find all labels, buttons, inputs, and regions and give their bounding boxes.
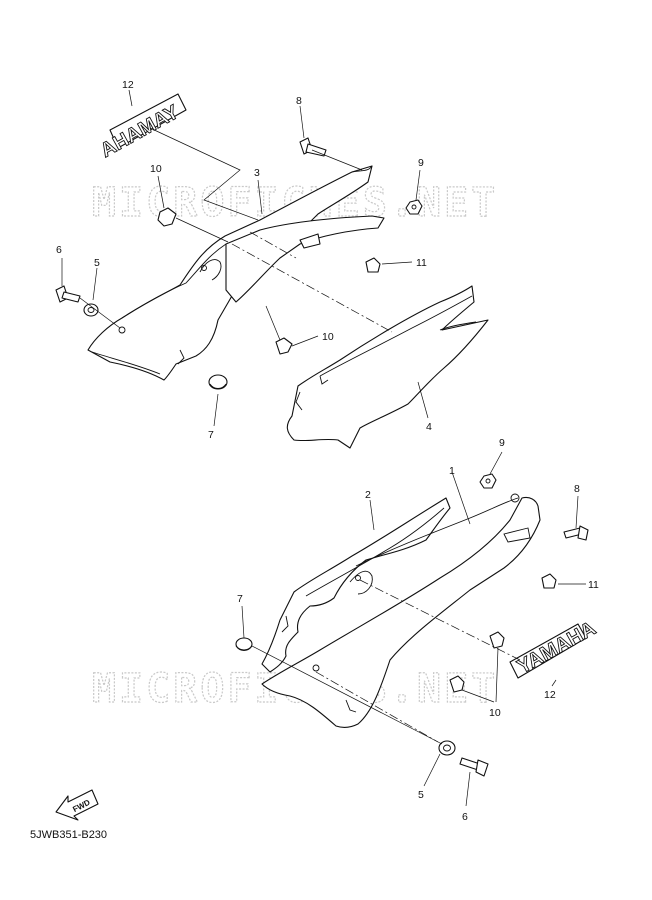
callout-12-upper: 12 <box>122 79 134 91</box>
callout-12-lower: 12 <box>544 689 556 701</box>
callout-3-upper: 3 <box>254 167 260 179</box>
fwd-arrow-icon: FWD <box>55 789 99 821</box>
grommet-7-lower <box>235 637 253 651</box>
callout-2-lower: 2 <box>365 489 371 501</box>
screw-8-lower <box>563 525 589 541</box>
nut-9-lower <box>479 473 497 489</box>
callout-1-lower: 1 <box>449 465 455 477</box>
callout-8-lower: 8 <box>574 483 580 495</box>
bolt-6-upper <box>55 285 81 303</box>
callout-10-upper-a: 10 <box>150 163 162 175</box>
bolt-6-lower <box>459 757 489 777</box>
emblem-lower-text: YAMAHA <box>514 617 600 678</box>
emblem-upper: YAMAHA <box>96 93 187 162</box>
callout-9-upper: 9 <box>418 157 424 169</box>
callout-6-lower: 6 <box>462 811 468 823</box>
clip-10-upper-a <box>157 207 177 227</box>
screw-8-upper <box>299 137 327 157</box>
emblem-lower: YAMAHA <box>509 617 600 679</box>
callout-8-upper: 8 <box>296 95 302 107</box>
callout-5-upper: 5 <box>94 257 100 269</box>
collar-5-lower <box>438 740 456 756</box>
callout-7-upper: 7 <box>208 429 214 441</box>
clip-11-lower <box>541 573 557 589</box>
inner-bracket-upper <box>225 215 385 303</box>
leaders-lower <box>241 451 586 807</box>
callout-11-lower: 11 <box>588 579 599 591</box>
clip-10-lower-b <box>449 675 465 693</box>
callout-9-lower: 9 <box>499 437 505 449</box>
callout-4-upper: 4 <box>426 421 432 433</box>
collar-5-upper <box>83 303 99 317</box>
side-cover-lower <box>261 493 541 728</box>
side-panel-lower <box>261 497 451 673</box>
callout-11-upper: 11 <box>416 257 427 269</box>
side-panel-upper <box>286 285 489 449</box>
callout-7-lower: 7 <box>237 593 243 605</box>
clip-11-upper <box>365 257 381 273</box>
callout-6-upper: 6 <box>56 244 62 256</box>
callout-5-lower: 5 <box>418 789 424 801</box>
grommet-7-upper <box>208 374 228 390</box>
clip-10-lower-a <box>489 631 505 649</box>
callout-10-upper-b: 10 <box>322 331 334 343</box>
nut-9-upper <box>405 199 423 215</box>
clip-10-upper-b <box>275 337 293 355</box>
leaders-upper <box>61 89 429 427</box>
diagram-code: 5JWB351-B230 <box>30 829 108 841</box>
emblem-upper-text: YAMAHA <box>97 101 183 162</box>
callout-10-lower: 10 <box>489 707 501 719</box>
